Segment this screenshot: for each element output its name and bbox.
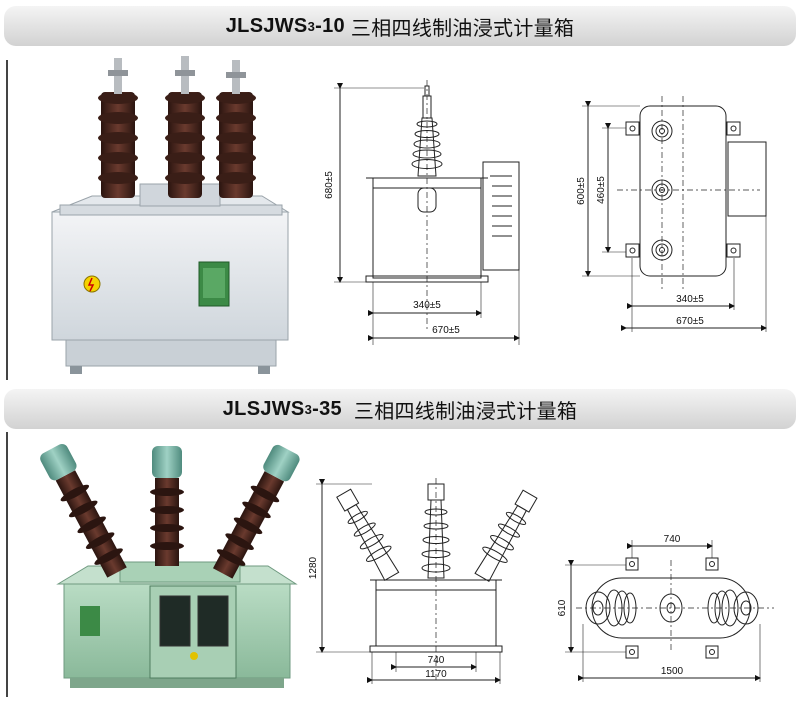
model-name: JLSJWS xyxy=(222,397,305,420)
dim-height-label: 680±5 xyxy=(324,171,335,199)
front-view-bottom xyxy=(316,478,538,684)
front-view-top xyxy=(334,80,520,345)
top-view-top xyxy=(582,96,767,332)
dim-outer-width-label: 1500 xyxy=(661,666,684,677)
model-subscript: 3 xyxy=(304,401,313,417)
dim-inner-width-label: 340±5 xyxy=(413,300,441,311)
bushing xyxy=(98,58,138,198)
dim-inner-width-label: 740 xyxy=(428,655,445,666)
model-suffix: -35 xyxy=(312,397,342,420)
model-subscript: 3 xyxy=(307,18,316,34)
bushing xyxy=(40,443,127,578)
bushing xyxy=(165,56,205,198)
model-suffix: -10 xyxy=(315,14,345,37)
model-name: JLSJWS xyxy=(225,14,308,37)
dim-inner-height-label: 460±5 xyxy=(596,176,607,204)
bushing xyxy=(150,446,184,566)
model-description: 三相四线制油浸式计量箱 xyxy=(353,400,578,423)
model-description: 三相四线制油浸式计量箱 xyxy=(350,17,575,40)
top-view-bottom xyxy=(565,540,774,682)
dim-height-label: 610 xyxy=(557,599,568,616)
dim-outer-width-label: 670±5 xyxy=(432,325,460,336)
bushing xyxy=(216,60,256,198)
dim-outer-width-label: 1170 xyxy=(425,669,447,680)
product-photo-top xyxy=(51,56,290,374)
product-photo-bottom xyxy=(40,443,300,688)
bushing xyxy=(213,444,300,579)
dim-outer-width-label: 670±5 xyxy=(676,316,704,327)
dim-outer-height-label: 600±5 xyxy=(576,177,587,205)
left-rule-top xyxy=(6,60,8,380)
dim-height-label: 1280 xyxy=(308,556,319,579)
dim-inner-width-label: 340±5 xyxy=(676,294,704,305)
dim-top-width-label: 740 xyxy=(664,534,681,545)
left-rule-bottom xyxy=(6,432,8,697)
